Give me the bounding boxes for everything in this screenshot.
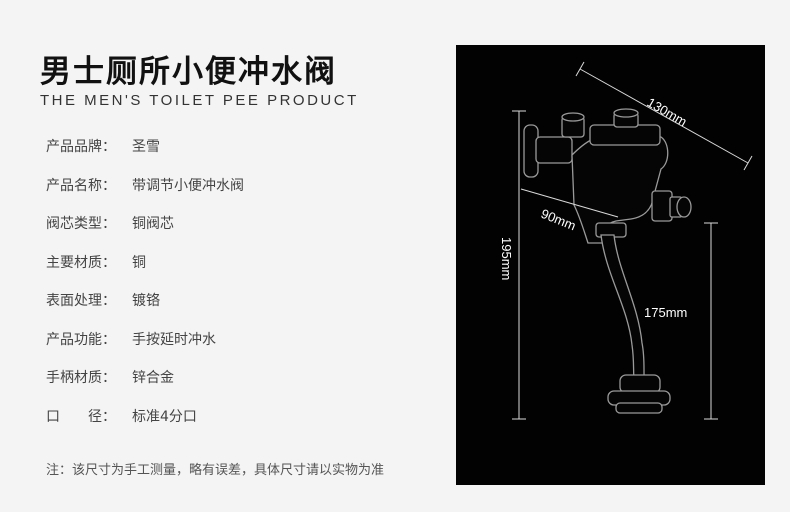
spec-label: 口 径： <box>46 408 116 425</box>
dimension-lines <box>512 61 753 420</box>
spec-row-material: 主要材质： 铜 <box>46 252 436 291</box>
spec-value: 镀铬 <box>132 293 160 309</box>
spec-value: 铜 <box>132 254 146 271</box>
spec-value: 铜阀芯 <box>132 216 174 232</box>
spec-label: 阀芯类型： <box>46 216 116 232</box>
spec-row-brand: 产品品牌： 圣雪 <box>46 136 436 175</box>
product-diagram-panel: 130mm 90mm 195mm 175mm <box>456 45 765 485</box>
page-title: 男士厕所小便冲水阀 <box>40 54 337 90</box>
spec-label: 手柄材质： <box>46 370 116 386</box>
spec-row-surface: 表面处理： 镀铬 <box>46 290 436 329</box>
page-subtitle: THE MEN'S TOILET PEE PRODUCT <box>40 92 359 109</box>
spec-row-function: 产品功能： 手按延时冲水 <box>46 329 436 368</box>
spec-label: 表面处理： <box>46 293 116 309</box>
spec-value: 带调节小便冲水阀 <box>132 177 244 194</box>
flush-valve-diagram: 130mm 90mm 195mm 175mm <box>499 61 753 420</box>
spec-label: 主要材质： <box>46 254 116 271</box>
measurement-note: 注：该尺寸为手工测量，略有误差，具体尺寸请以实物为准 <box>46 463 385 478</box>
spec-row-handle: 手柄材质： 锌合金 <box>46 367 436 406</box>
dimension-width-label: 130mm <box>645 95 690 130</box>
spec-row-product-name: 产品名称： 带调节小便冲水阀 <box>46 175 436 214</box>
spec-value: 标准4分口 <box>132 408 197 425</box>
spec-value: 圣雪 <box>132 139 160 155</box>
dimension-pipe-height-label: 175mm <box>644 305 687 320</box>
flush-valve-illustration <box>523 108 692 414</box>
dimension-height-label: 195mm <box>499 237 514 280</box>
spec-row-valve-core: 阀芯类型： 铜阀芯 <box>46 213 436 252</box>
spec-value: 手按延时冲水 <box>132 331 216 348</box>
spec-label: 产品品牌： <box>46 139 116 155</box>
dimension-depth-label: 90mm <box>539 206 578 233</box>
spec-value: 锌合金 <box>132 370 174 386</box>
spec-label: 产品功能： <box>46 331 116 348</box>
spec-row-caliber: 口 径： 标准4分口 <box>46 406 436 445</box>
spec-list: 产品品牌： 圣雪 产品名称： 带调节小便冲水阀 阀芯类型： 铜阀芯 主要材质： … <box>46 136 436 444</box>
spec-label: 产品名称： <box>46 177 116 194</box>
